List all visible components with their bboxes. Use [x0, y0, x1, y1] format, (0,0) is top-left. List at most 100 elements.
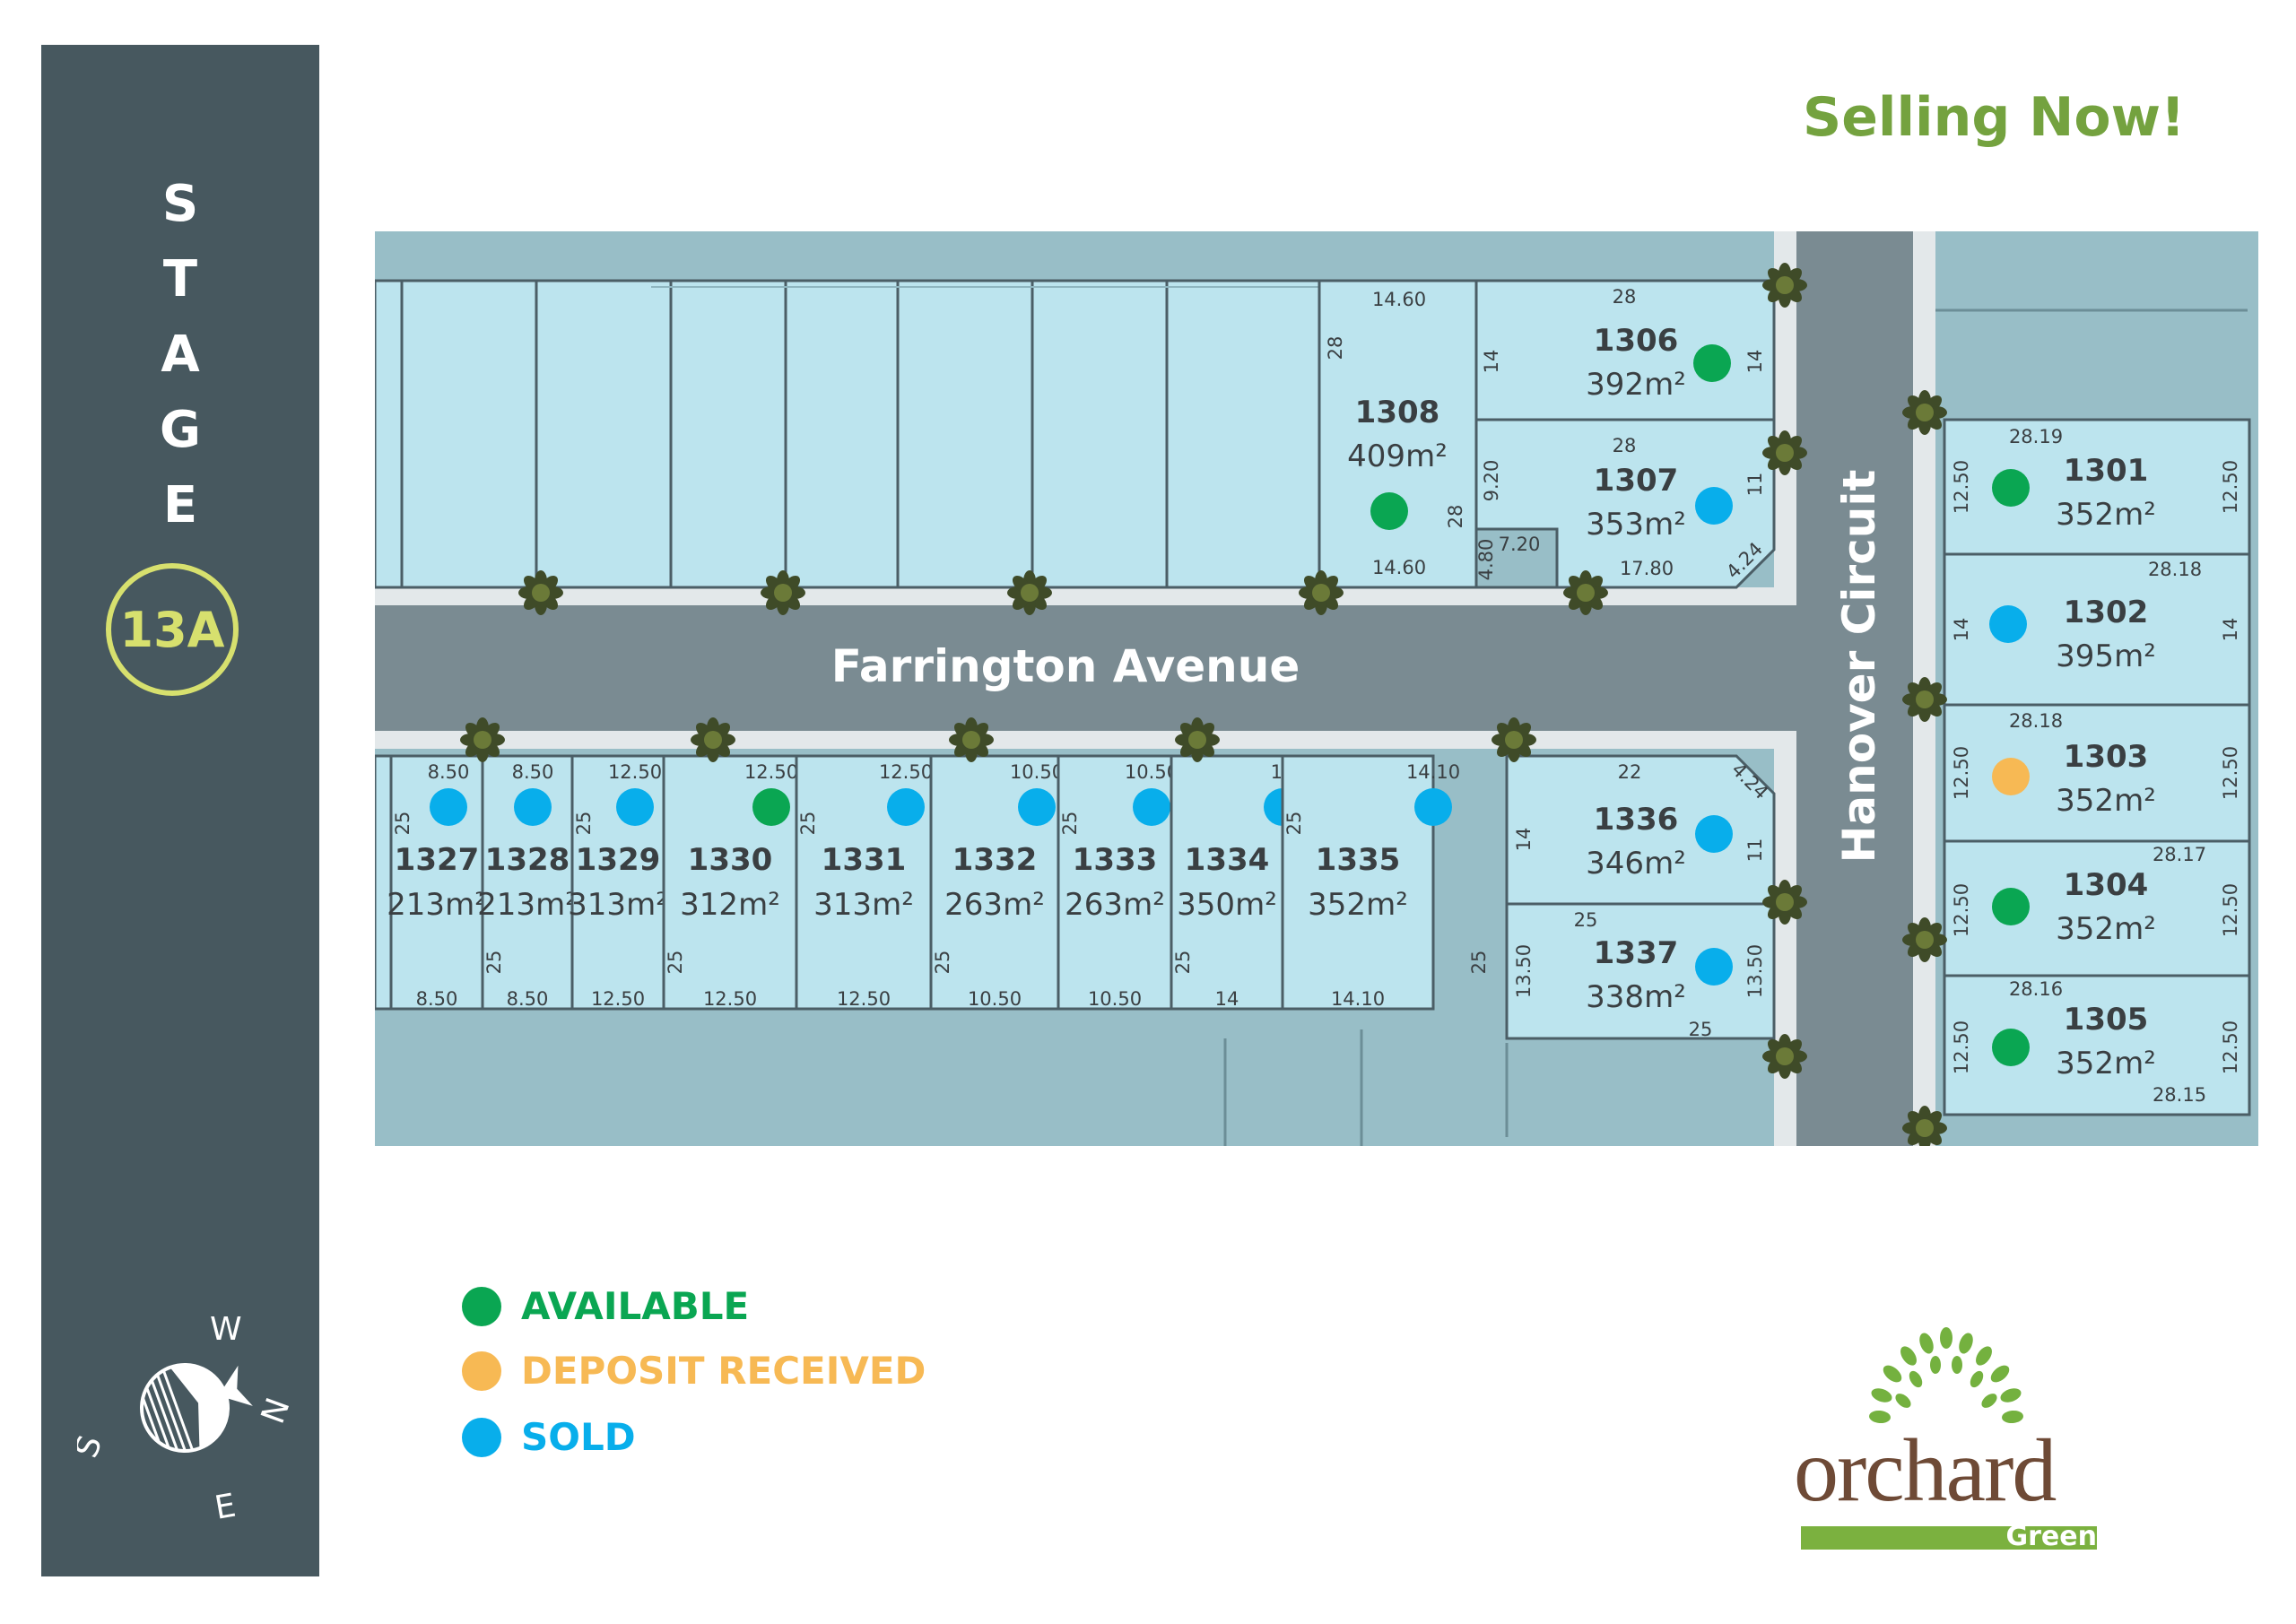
logo-bar	[1801, 1526, 2097, 1550]
lot-1301[interactable]: 1301 352m² 28.19 12.50 12.50	[1943, 418, 2251, 556]
status-dot	[1992, 758, 2030, 795]
dimension-label: 12.50	[837, 988, 891, 1010]
dimension-label: 12.50	[1951, 883, 1972, 937]
tree-icon	[1762, 1034, 1807, 1079]
lot-number: 1304	[2064, 867, 2149, 903]
lot-unlabelled	[373, 279, 404, 589]
dimension-label: 28.19	[2009, 426, 2063, 447]
dimension-label: 14.60	[1372, 289, 1426, 310]
lot-number: 1334	[1185, 842, 1270, 878]
dimension-label: 12.50	[1951, 460, 1972, 514]
dimension-label: 14	[2220, 618, 2241, 642]
tree-icon	[691, 717, 735, 762]
lot-area: 313m²	[813, 887, 914, 923]
lot-area: 350m²	[1177, 887, 1277, 923]
lot-area: 352m²	[2056, 783, 2156, 819]
compass-n: N	[255, 1394, 292, 1429]
status-dot	[430, 788, 467, 826]
tree-icon	[1492, 717, 1536, 762]
tree-icon	[761, 570, 805, 615]
lot-number: 1332	[952, 842, 1038, 878]
lot-number: 1327	[395, 842, 480, 878]
lot-number: 1329	[576, 842, 661, 878]
dimension-label: 12.50	[608, 761, 662, 783]
dimension-label: 11	[1744, 473, 1766, 497]
dimension-label: 25	[665, 951, 686, 975]
lot-number: 1306	[1594, 323, 1679, 359]
lot-unlabelled	[1031, 279, 1169, 589]
farrington-avenue-label: Farrington Avenue	[831, 640, 1300, 692]
dimension-label: 28	[1613, 435, 1637, 456]
lot-unlabelled	[669, 279, 787, 589]
lot-number: 1333	[1073, 842, 1158, 878]
dimension-label: 12.50	[2220, 460, 2241, 514]
tree-icon	[518, 570, 563, 615]
lot-area: 338m²	[1586, 979, 1686, 1015]
dimension-label: 25	[1689, 1019, 1713, 1040]
tree-icon	[1762, 263, 1807, 308]
site-map: 1308 409m² 14.60 28 28 14.60 1306 392m² …	[373, 231, 2258, 1151]
lot-area: 392m²	[1586, 367, 1686, 403]
dimension-label: 8.50	[416, 988, 458, 1010]
dimension-label: 11	[1744, 838, 1766, 863]
dimension-label: 25	[797, 812, 819, 836]
lot-area: 352m²	[2056, 911, 2156, 947]
compass-s: S	[77, 1431, 109, 1463]
lot-number: 1330	[688, 842, 773, 878]
lot-1304[interactable]: 1304 352m² 28.17 12.50 12.50	[1943, 839, 2251, 977]
stage-number-badge: 13A	[106, 563, 239, 696]
status-dot	[1414, 788, 1452, 826]
dimension-label: 12.50	[2220, 746, 2241, 800]
lot-notch	[1474, 527, 1559, 589]
status-dot	[1992, 888, 2030, 925]
dimension-label: 28.16	[2009, 978, 2063, 1000]
dimension-label: 28.18	[2148, 559, 2202, 580]
dimension-label: 8.50	[428, 761, 470, 783]
dimension-label: 14.60	[1372, 557, 1426, 578]
stage-letter-g: G	[160, 401, 201, 459]
lot-number: 1328	[485, 842, 570, 878]
dimension-label: 12.50	[1951, 746, 1972, 800]
tree-icon	[460, 717, 505, 762]
status-dot	[514, 788, 552, 826]
lot-1308[interactable]: 1308 409m² 14.60 28 28 14.60	[1318, 279, 1478, 589]
lot-1334[interactable]: 1334350m²141425	[1170, 754, 1301, 1011]
legend-label: AVAILABLE	[521, 1284, 750, 1328]
dimension-label: 14	[1951, 618, 1972, 642]
lot-area: 213m²	[387, 887, 487, 923]
dimension-label: 14	[1215, 988, 1239, 1010]
legend-deposit: DEPOSIT RECEIVED	[462, 1349, 926, 1393]
lot-number: 1302	[2064, 595, 2149, 630]
status-dot	[1992, 469, 2030, 507]
lot-1302[interactable]: 1302 395m² 28.18 14 14	[1943, 552, 2251, 707]
dimension-label: 25	[932, 951, 953, 975]
deposit-dot	[462, 1350, 501, 1391]
farrington-avenue-road	[375, 605, 1796, 731]
stage-number: 13A	[119, 601, 225, 658]
status-dot	[1989, 605, 2027, 643]
dimension-label: 14.10	[1331, 988, 1385, 1010]
status-dot	[752, 788, 790, 826]
dimension-label: 12.50	[703, 988, 757, 1010]
lot-number: 1305	[2064, 1002, 2149, 1038]
dimension-label: 10.50	[1125, 761, 1178, 783]
lot-1307[interactable]: 1307 353m² 28 9.20 11 17.80 4.24 7.20 4.…	[1474, 418, 1776, 589]
stage-letter-t: T	[162, 250, 198, 308]
dimension-label: 14	[1744, 350, 1766, 374]
lot-1305[interactable]: 1305 352m² 28.16 12.50 12.50 28.15	[1943, 974, 2251, 1116]
available-dot	[462, 1286, 501, 1326]
stage-letter-s: S	[161, 175, 199, 233]
lot-1303[interactable]: 1303 352m² 28.18 12.50 12.50	[1943, 703, 2251, 843]
lot-1306[interactable]: 1306 392m² 28 14 14	[1474, 279, 1776, 421]
hanover-circuit-label: Hanover Circuit	[1833, 470, 1885, 864]
